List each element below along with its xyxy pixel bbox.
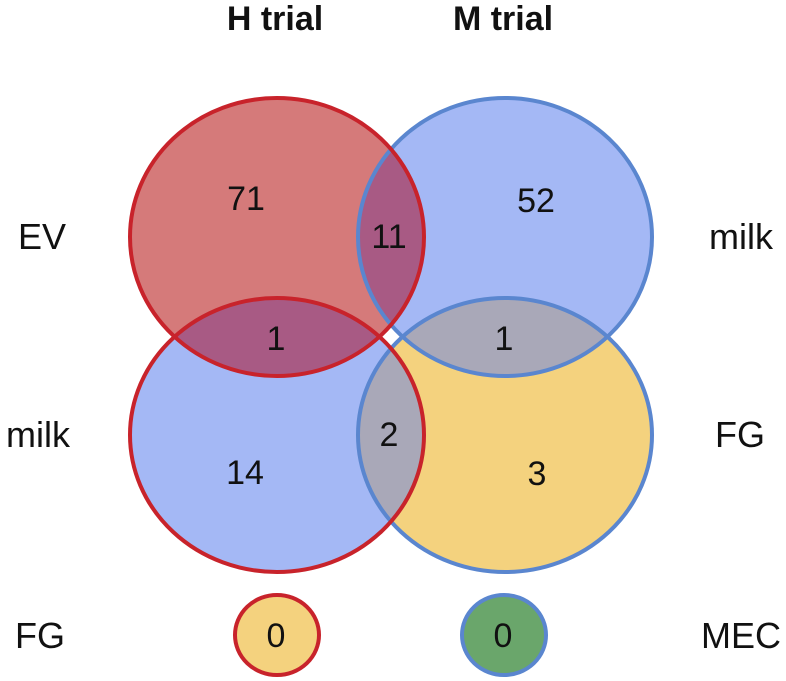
h-trial-fg-circle — [233, 593, 321, 677]
m-trial-milk-outline — [356, 96, 654, 378]
m-trial-header: M trial — [453, 0, 553, 38]
h-trial-milk-circle — [130, 298, 424, 572]
right-label-mec: MEC — [701, 615, 781, 656]
count-h-ev-only: 71 — [227, 180, 265, 218]
right-label-milk: milk — [709, 216, 774, 257]
h-trial-ev-circle — [130, 98, 424, 376]
count-h-fg: 0 — [267, 617, 286, 655]
count-h-milk-m-fg-overlap: 2 — [380, 416, 399, 454]
right-label-fg: FG — [715, 414, 765, 455]
m-trial-fg-circle — [358, 298, 652, 572]
m-trial-milk-circle — [358, 98, 652, 376]
h-trial-ev-outline — [128, 96, 426, 378]
m-trial-fg-outline — [356, 296, 654, 574]
count-ev-h-milk-m-overlap: 11 — [371, 218, 406, 256]
count-h-ev-milk-overlap: 1 — [267, 320, 286, 358]
count-m-mec: 0 — [494, 617, 513, 655]
count-m-milk-fg-overlap: 1 — [495, 320, 514, 358]
count-h-milk-only: 14 — [226, 454, 264, 492]
left-label-fg: FG — [15, 615, 65, 656]
h-trial-header: H trial — [227, 0, 323, 38]
count-m-milk-only: 52 — [517, 182, 555, 220]
h-trial-milk-outline — [128, 296, 426, 574]
m-trial-mec-circle — [460, 593, 548, 677]
left-label-ev: EV — [18, 216, 66, 257]
left-label-milk: milk — [6, 414, 71, 455]
count-m-fg-only: 3 — [528, 455, 547, 493]
